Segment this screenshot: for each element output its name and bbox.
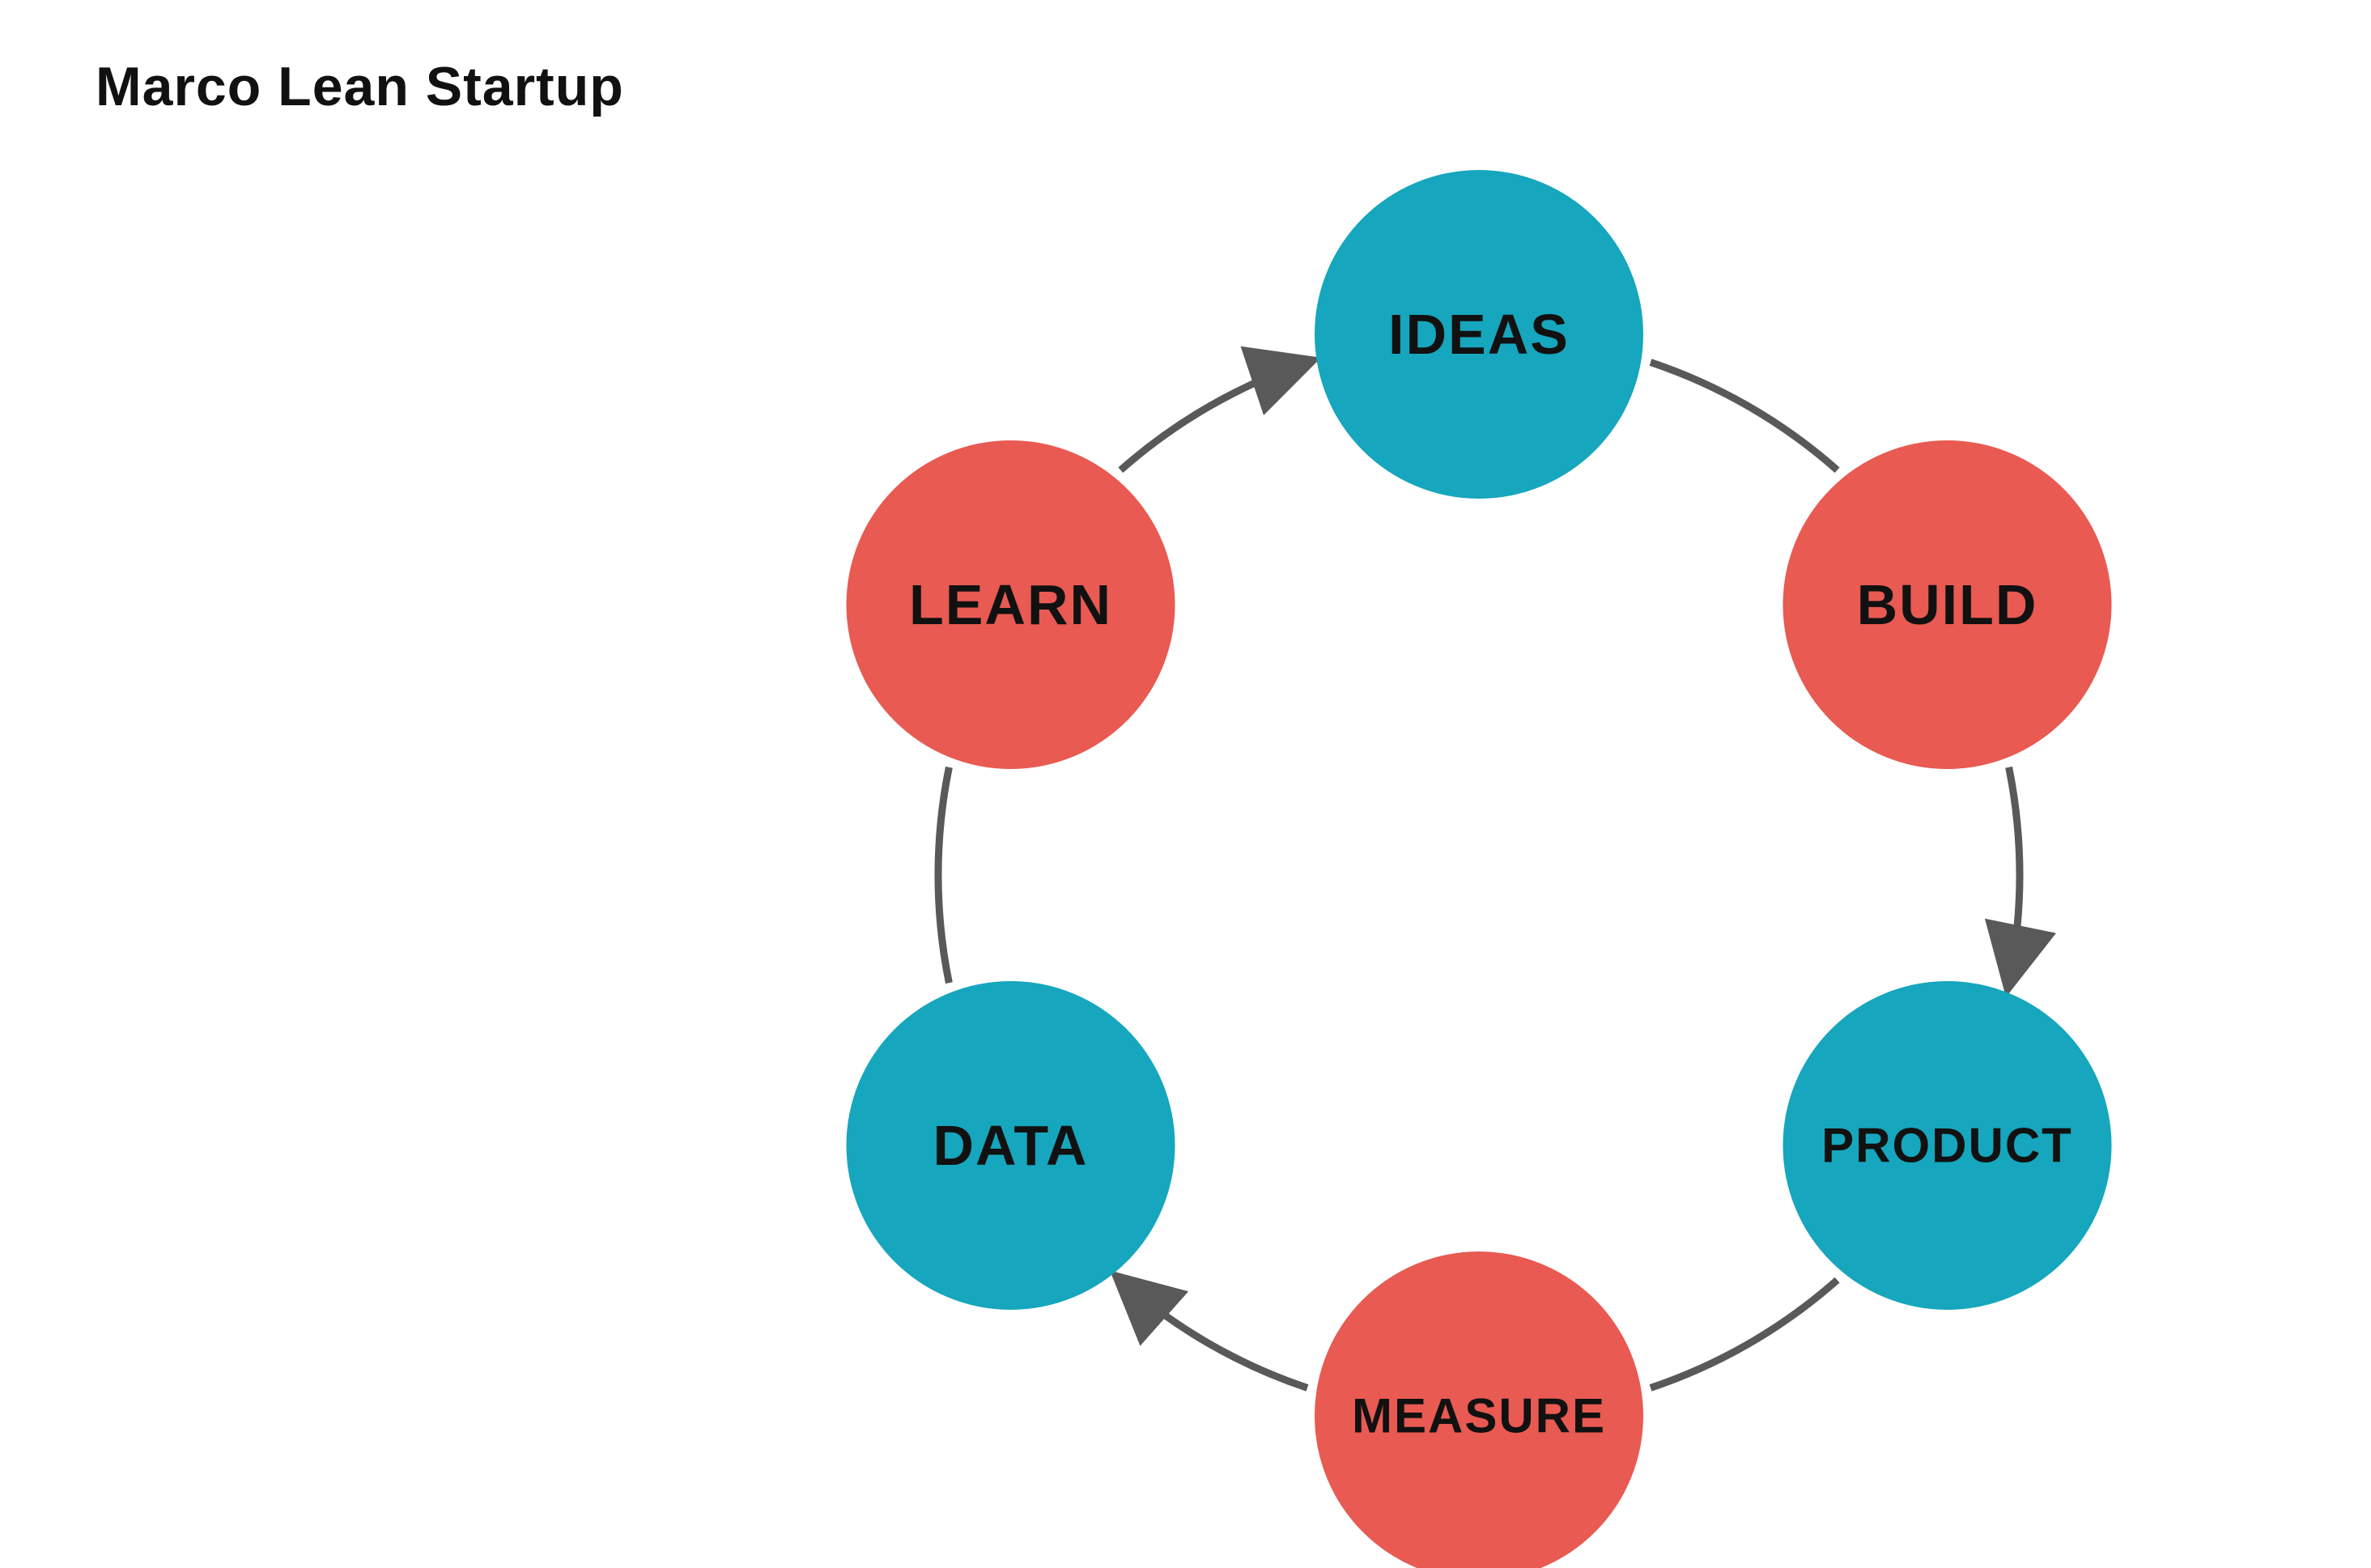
node-data-circle [846,981,1175,1310]
edge-product-to-measure [1649,1277,1840,1392]
page-title: Marco Lean Startup [96,56,624,117]
node-build: BUILD [1782,440,2112,769]
node-product-label: PRODUCT [1821,1119,2073,1173]
edge-measure-to-data [1109,1270,1309,1392]
edge-data-to-learn [934,766,953,984]
node-data: DATA [846,981,1175,1310]
edge-ideas-to-build [1649,359,1840,474]
node-measure-label: MEASURE [1352,1389,1606,1443]
node-learn: LEARN [846,440,1175,769]
node-learn-label: LEARN [909,573,1112,636]
edge-learn-to-ideas [1118,346,1322,474]
node-ideas-label: IDEAS [1388,303,1570,366]
node-build-label: BUILD [1857,573,2038,636]
node-build-circle [1782,440,2112,769]
node-product-circle [1782,981,2112,1310]
node-measure: MEASURE [1315,1251,1643,1568]
node-learn-circle [846,440,1175,769]
node-product: PRODUCT [1782,981,2112,1310]
edge-build-to-product [1984,766,2057,997]
node-ideas: IDEAS [1315,170,1643,499]
node-ideas-circle [1315,170,1643,499]
node-measure-circle [1315,1251,1643,1568]
node-data-label: DATA [933,1114,1088,1177]
